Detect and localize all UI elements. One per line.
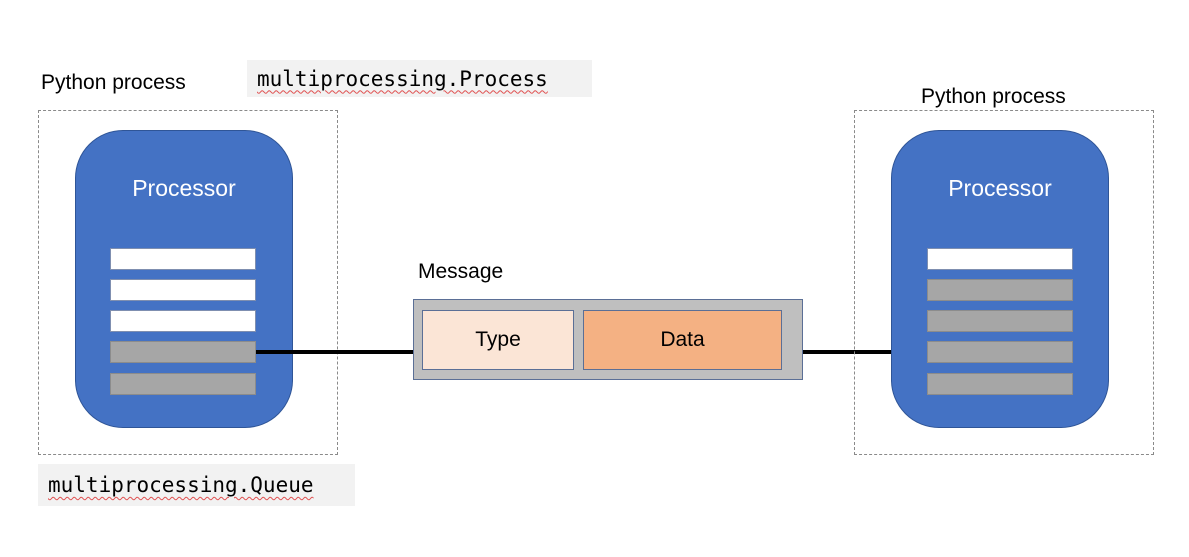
left-processor-title: Processor	[132, 175, 236, 201]
right-queue-slot-5	[927, 373, 1073, 395]
left-queue-slot-2	[110, 279, 256, 301]
queue-class-label: multiprocessing.Queue	[48, 473, 314, 497]
message-data-field: Data	[583, 310, 782, 370]
right-processor-title: Processor	[948, 175, 1052, 201]
right-process-label: Python process	[921, 85, 1066, 108]
message-type-field: Type	[422, 310, 574, 370]
right-queue-slot-2	[927, 279, 1073, 301]
right-queue-slot-3	[927, 310, 1073, 332]
process-class-label: multiprocessing.Process	[257, 66, 548, 91]
left-queue-slot-1	[110, 248, 256, 270]
right-queue-slot-4	[927, 341, 1073, 363]
right-queue-slot-1	[927, 248, 1073, 270]
left-process-label: Python process	[41, 71, 186, 94]
left-queue-slot-5	[110, 373, 256, 395]
message-label: Message	[418, 260, 504, 283]
queue-class-code-box: multiprocessing.Queue	[38, 464, 355, 506]
process-class-code-box: multiprocessing.Process	[247, 60, 592, 97]
left-queue-slot-4	[110, 341, 256, 363]
right-python-process-frame	[854, 110, 1154, 455]
left-queue-slot-3	[110, 310, 256, 332]
left-python-process-frame	[38, 110, 338, 455]
